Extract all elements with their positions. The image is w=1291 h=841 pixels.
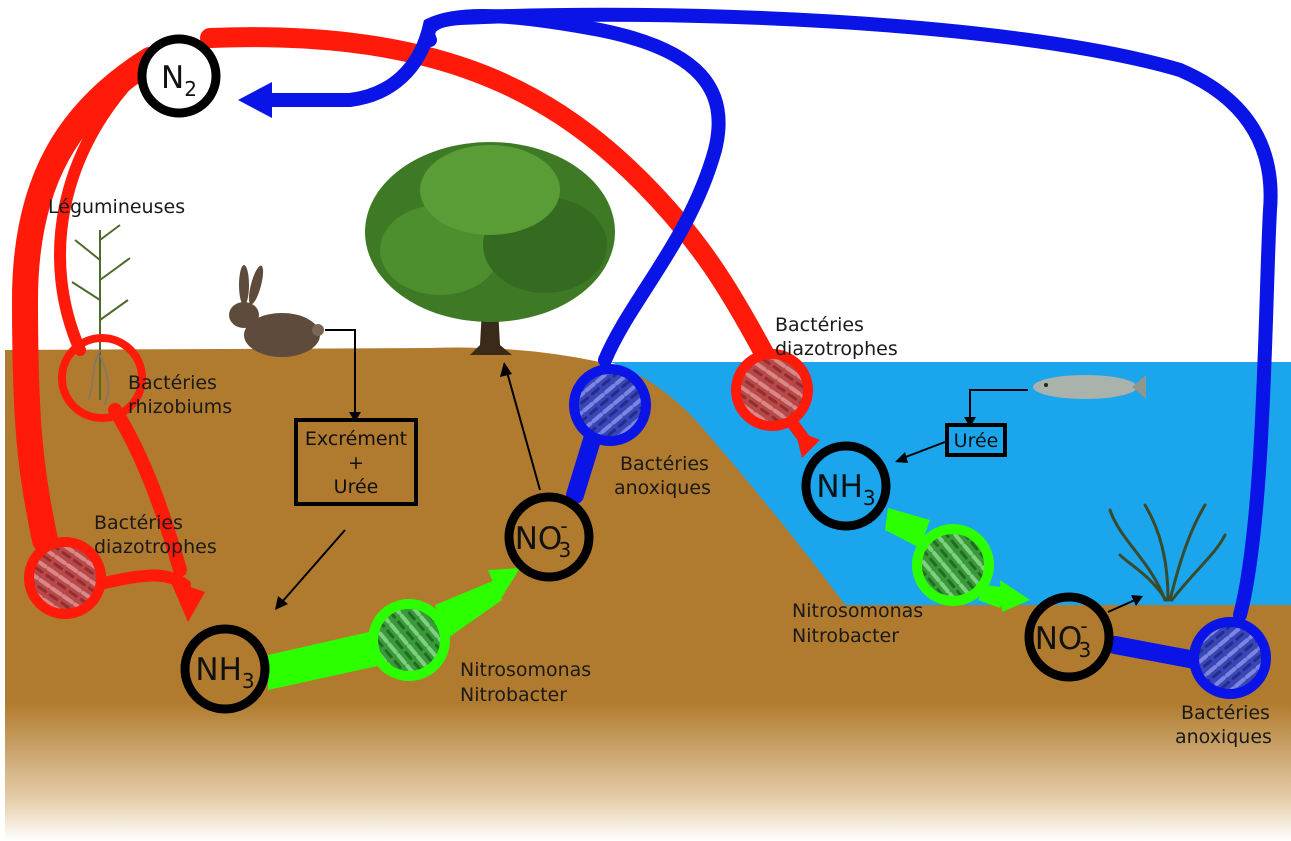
tree-icon (365, 142, 615, 355)
arrowhead-to-nh3-soil (170, 580, 205, 622)
fixation-flow-rhizo-nh3 (108, 403, 187, 577)
nitrifying-bacteria-soil (368, 599, 450, 681)
rabbit-ear-2 (248, 265, 264, 305)
rhizobium-label-1: Bactéries (128, 372, 217, 394)
nitri-flow-soil-2 (435, 580, 502, 640)
uree-box: Urée (945, 423, 1007, 457)
no3-tree-arrowhead (500, 362, 512, 377)
denit-flow-water (421, 7, 1278, 622)
fixation-flow-left (11, 47, 163, 553)
denit-flow-soil (263, 8, 726, 367)
nitri-arrowhead-water (1000, 580, 1030, 612)
rabbit-head (229, 302, 259, 328)
svg-text:N2: N2 (161, 60, 197, 101)
excrement-to-nh3-arrow (281, 529, 346, 603)
fixation-flow-rhizobium (54, 64, 146, 356)
excrement-label: Excrément (305, 428, 407, 450)
tree-trunk (470, 290, 512, 355)
fish-uree-arrowhead (964, 417, 976, 427)
thin-arrows (275, 329, 1143, 613)
fish-body (1033, 375, 1137, 399)
fish-tail (1132, 375, 1146, 399)
nitro-water-label-1: Nitrosomonas (792, 600, 923, 622)
rabbit-arrowhead (349, 412, 361, 422)
rhizobium-label-2: rhizobiums (128, 396, 232, 418)
excrement-nh3-arrowhead (275, 596, 288, 610)
nitri-arrowhead-soil (488, 568, 520, 600)
anox-water-label-2: anoxiques (1175, 726, 1272, 748)
molecule-no3-soil: NO-3 (504, 492, 594, 582)
nitro-water-label-2: Nitrobacter (792, 625, 899, 647)
legumineuses-label: Légumineuses (48, 196, 185, 218)
molecule-no3-water: NO-3 (1024, 592, 1114, 682)
diazo-soil-label-1: Bactéries (94, 512, 183, 534)
diazo-water-label-2: diazotrophes (775, 338, 898, 360)
anoxic-bacteria-soil (569, 364, 651, 446)
arrowhead-to-n2 (238, 82, 272, 118)
svg-text:NO-3: NO-3 (515, 514, 572, 562)
rabbit-icon (229, 265, 324, 357)
rabbit-ear-1 (239, 265, 249, 305)
rabbit-body (244, 313, 320, 357)
uree-to-nh3-arrow (902, 441, 946, 459)
nitrification-flows (268, 508, 1030, 690)
uree-soil-label: Urée (334, 476, 379, 498)
diazo-water-label-1: Bactéries (775, 314, 864, 336)
nitro-soil-label-1: Nitrosomonas (460, 659, 591, 681)
fish-icon (1033, 375, 1146, 399)
denit-flow-no3-water (1106, 636, 1204, 669)
rhizobium-bacteria (58, 334, 146, 422)
plus-label: + (348, 452, 364, 474)
fixation-flows (11, 27, 811, 591)
molecule-nh3-water: NH3 (801, 441, 891, 531)
anox-water-label-1: Bactéries (1181, 702, 1270, 724)
fixation-flow-diazo-nh3 (89, 569, 191, 591)
diazo-soil-label-2: diazotrophes (94, 536, 217, 558)
fish-to-uree-arrow (969, 389, 1028, 418)
svg-text:NO-3: NO-3 (1035, 614, 1092, 662)
fixation-arrowheads (170, 430, 820, 622)
uree-nh3-arrowhead (895, 452, 908, 463)
svg-text:NH3: NH3 (816, 469, 875, 510)
excrement-box: Excrément + Urée (294, 418, 418, 506)
molecule-n2: N2 (137, 34, 221, 118)
anoxic-bacteria-water (1189, 617, 1271, 699)
nitrifying-bacteria-water (912, 524, 994, 606)
nitro-soil-label-2: Nitrobacter (460, 684, 567, 706)
diazotroph-bacteria-soil (24, 537, 106, 619)
fixation-flow-to-water (200, 27, 775, 365)
molecule-nh3-soil: NH3 (180, 624, 270, 714)
diazotroph-bacteria-water (731, 349, 813, 431)
seaweed-icon (1108, 503, 1227, 602)
bacteria-circles (24, 334, 1271, 699)
no3-to-tree-arrow (506, 371, 541, 491)
no3-seaweed-arrowhead (1131, 595, 1143, 606)
nitri-flow-soil-1 (268, 630, 382, 690)
labels: Légumineuses Bactéries rhizobiums Bactér… (48, 196, 1272, 748)
svg-text:NH3: NH3 (195, 652, 254, 693)
anox-soil-label-1: Bactéries (620, 453, 709, 475)
legume-plant-icon (71, 224, 131, 406)
uree-water-label: Urée (954, 430, 999, 452)
nitri-flow-water-1 (885, 508, 930, 548)
no3-to-seaweed-arrow (1107, 599, 1136, 613)
rabbit-to-excrement-arrow (325, 329, 356, 413)
anox-soil-label-2: anoxiques (614, 477, 711, 499)
arrowhead-to-nh3-water (795, 430, 820, 458)
